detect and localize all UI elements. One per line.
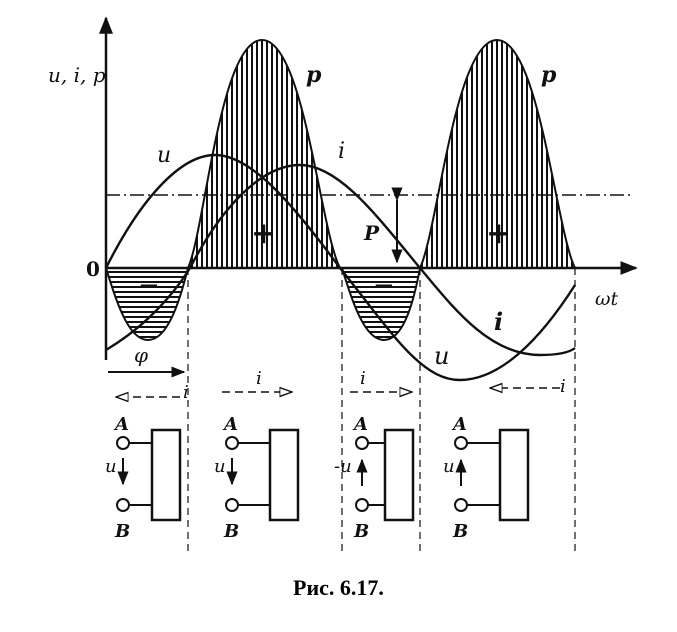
- terminal-b-label: B: [114, 521, 130, 542]
- current-label-i-2: i: [494, 307, 503, 336]
- origin-label: 0: [86, 257, 100, 281]
- power-label-p-2: p: [541, 62, 557, 88]
- power-negative-region-2: [340, 267, 422, 342]
- terminal-b-label: B: [452, 521, 468, 542]
- circuit-block-2: [225, 428, 300, 522]
- circuit-voltage-label: u: [214, 456, 226, 477]
- circuit-block-1: [116, 428, 182, 522]
- power-negative-region-1: [104, 267, 190, 342]
- terminal-a-label: A: [352, 414, 368, 435]
- voltage-label-u: u: [157, 143, 171, 168]
- positive-sign: +: [486, 216, 511, 251]
- current-direction-label: i: [360, 368, 366, 389]
- voltage-label-u-2: u: [434, 342, 449, 370]
- terminal-a-label: A: [113, 414, 129, 435]
- current-direction-label: i: [560, 376, 566, 397]
- average-power-label: P: [363, 221, 380, 245]
- circuit-block-4: [454, 428, 530, 522]
- figure-caption: Рис. 6.17.: [293, 575, 384, 600]
- circuit-block-3: [355, 428, 415, 522]
- current-label-i: i: [338, 139, 345, 164]
- circuit-voltage-label: -u: [334, 456, 352, 477]
- y-axis-label: u, i, p: [48, 63, 106, 87]
- terminal-b-label: B: [353, 521, 369, 542]
- x-axis-label: ωt: [595, 288, 618, 310]
- terminal-a-label: A: [222, 414, 238, 435]
- negative-sign: −: [373, 271, 395, 301]
- terminal-b-label: B: [223, 521, 239, 542]
- current-curve-i: [105, 163, 576, 357]
- terminal-a-label: A: [451, 414, 467, 435]
- negative-sign: −: [138, 271, 160, 301]
- power-positive-region-2: [418, 38, 577, 269]
- positive-sign: +: [251, 216, 276, 251]
- current-direction-label: i: [256, 368, 262, 389]
- circuit-voltage-label: u: [105, 456, 117, 477]
- phase-label: φ: [134, 343, 148, 367]
- current-direction-label: i: [183, 382, 189, 403]
- circuit-voltage-label: u: [443, 456, 455, 477]
- power-label-p-1: p: [306, 62, 322, 88]
